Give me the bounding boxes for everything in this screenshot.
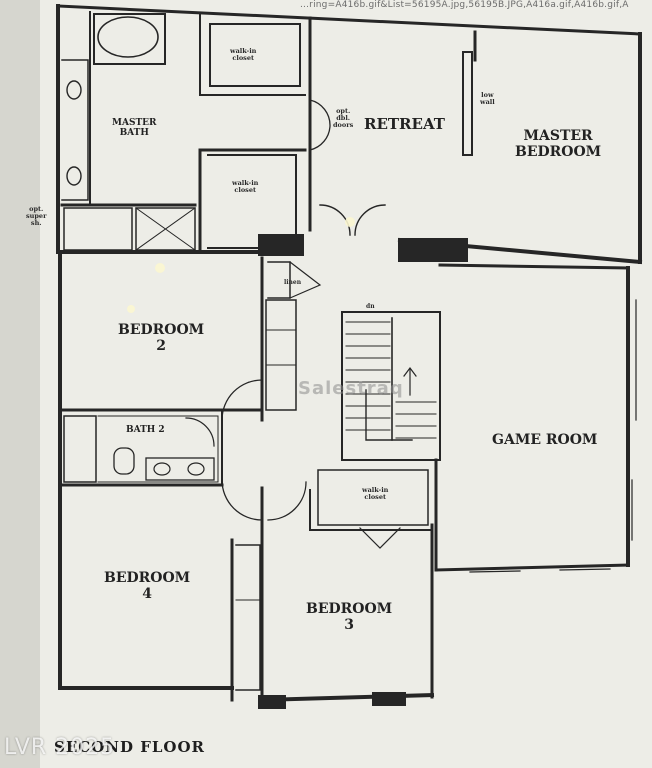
stair-down-label: dn: [366, 303, 375, 310]
master-bedroom-line2: BEDROOM: [515, 144, 602, 161]
bedroom-2-line1: BEDROOM: [118, 322, 205, 338]
bedroom-2-label: BEDROOM 2: [118, 322, 204, 354]
game-room-label: GAME ROOM: [492, 432, 598, 448]
master-bath-label-line1: MASTER: [112, 118, 157, 128]
opt-dbl-doors-line3: doors: [333, 121, 354, 130]
walk-in-closet-top-line1: walk-in: [230, 47, 257, 55]
master-bedroom-label: MASTER BEDROOM: [515, 128, 601, 160]
bedroom-4-line1: BEDROOM: [104, 570, 191, 586]
opt-super-sh-line2: super: [26, 212, 47, 221]
opt-dbl-doors-line1: opt.: [336, 107, 351, 115]
opt-super-sh-line1: opt.: [29, 205, 44, 213]
bedroom-3-line2: 3: [344, 617, 354, 634]
walk-in-closet-bed3-label: walk-in closet: [362, 486, 389, 502]
paper-sheet: [40, 0, 652, 768]
floor-title: SECOND FLOOR: [54, 738, 206, 756]
opt-super-sh-line3: sh.: [30, 219, 42, 228]
opt-dbl-doors-line2: dbl.: [336, 114, 351, 123]
bedroom-3-line1: BEDROOM: [306, 601, 393, 617]
bedroom-4-line2: 4: [142, 586, 152, 603]
opt-dbl-doors-label: opt. dbl. doors: [333, 107, 354, 130]
walk-in-closet-top-label: walk-in closet: [230, 47, 257, 63]
walk-in-closet-mid-line2: closet: [234, 186, 256, 195]
walk-in-closet-bed3-line1: walk-in: [362, 486, 389, 494]
retreat-label: RETREAT: [364, 115, 445, 133]
bedroom-2-line2: 2: [156, 338, 166, 355]
low-wall-label: low wall: [480, 91, 495, 107]
walls: [56, 4, 643, 709]
bedroom-4-label: BEDROOM 4: [104, 570, 190, 602]
walk-in-closet-top-line2: closet: [232, 54, 254, 63]
bath-2-label: BATH 2: [126, 425, 165, 435]
salestraq-watermark: Salestraq: [298, 378, 404, 399]
walk-in-closet-bed3-line2: closet: [364, 493, 386, 502]
linen-label: linen: [284, 279, 302, 286]
master-bath-label: MASTER BATH: [112, 118, 156, 139]
bedroom-3-label: BEDROOM 3: [306, 601, 392, 633]
opt-super-shower-label: opt. super sh.: [26, 205, 47, 228]
browser-url-text: ...ring=A416b.gif&List=56195A.jpg,56195B…: [300, 0, 629, 10]
walk-in-closet-mid-label: walk-in closet: [232, 179, 259, 195]
low-wall-line1: low: [481, 91, 494, 99]
master-bedroom-line1: MASTER: [523, 128, 593, 144]
walk-in-closet-mid-line1: walk-in: [232, 179, 259, 187]
master-bath-label-line2: BATH: [119, 128, 149, 139]
low-wall-line2: wall: [480, 98, 495, 107]
lvr-brand-watermark: LVR 2025: [4, 735, 116, 760]
